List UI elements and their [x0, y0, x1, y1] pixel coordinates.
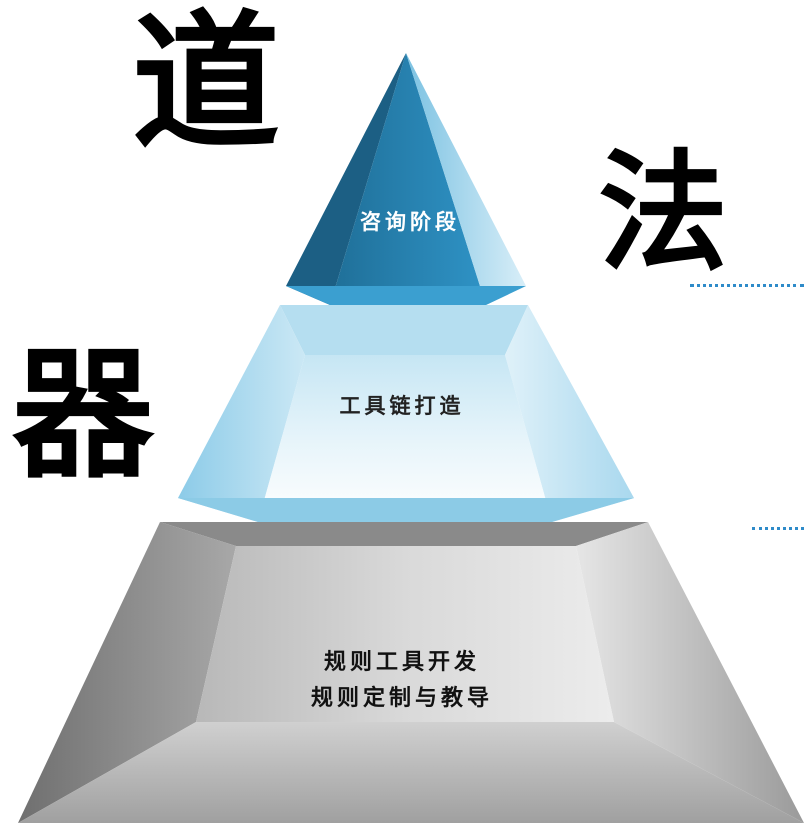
top-layer-label: 咨询阶段	[360, 210, 460, 234]
bottom-layer	[18, 522, 804, 823]
calligraphy-fa: 法	[598, 136, 729, 289]
middle-layer-label: 工具链打造	[339, 394, 465, 418]
dotted-line-qi	[752, 527, 804, 530]
calligraphy-qi: 器	[12, 332, 154, 498]
calligraphy-dao: 道	[132, 0, 280, 169]
bottom-layer-label-line2: 规则定制与教导	[310, 686, 493, 711]
middle-layer	[178, 305, 634, 522]
top-layer	[286, 53, 526, 305]
dotted-line-fa	[690, 284, 804, 287]
bottom-layer-label-line1: 规则工具开发	[323, 650, 480, 675]
